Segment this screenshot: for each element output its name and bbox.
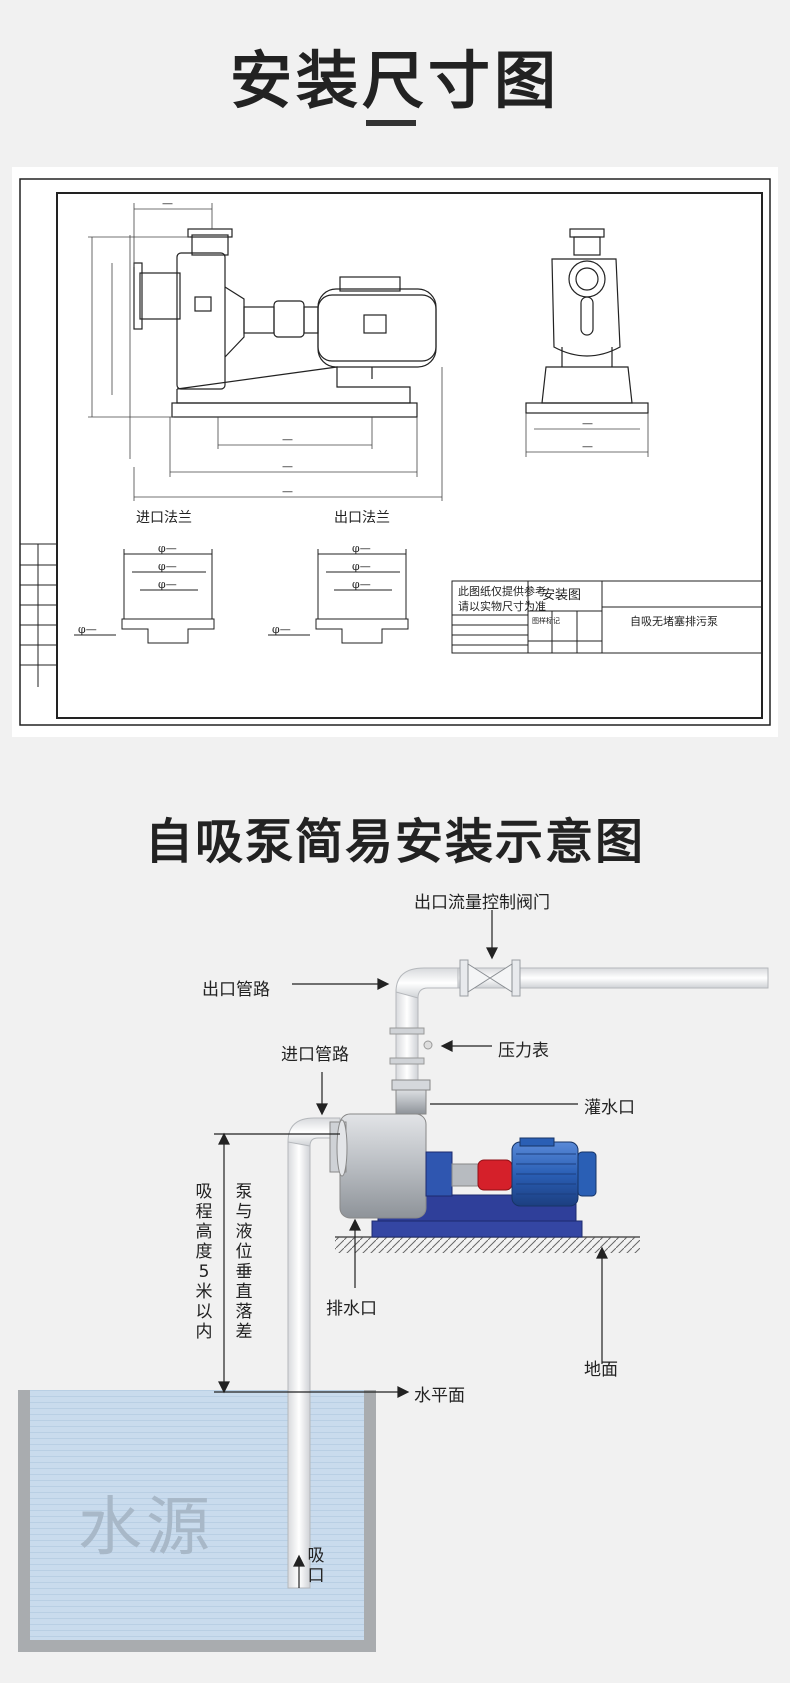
water-level-label: 水平面 — [414, 1386, 465, 1406]
outlet-pipe-label: 出口管路 — [202, 980, 270, 1000]
priming-port-label: 灌水口 — [584, 1098, 635, 1118]
outlet-flange-label: 出口法兰 — [334, 510, 390, 526]
title-underline — [366, 120, 416, 126]
simple-installation-title: 自吸泵简易安装示意图 — [144, 814, 645, 870]
water-source-label: 水源 — [78, 1491, 214, 1565]
outlet-flange-drawing — [268, 549, 409, 644]
phi-label: φ— — [158, 542, 177, 555]
pump-photo — [329, 1079, 597, 1238]
front-dimension-lines — [525, 413, 649, 457]
title-drawing-name: 安装图 — [542, 588, 581, 603]
dim-label: — — [282, 485, 293, 498]
phi-label: φ— — [78, 623, 97, 636]
title-product-name: 自吸无堵塞排污泵 — [630, 614, 718, 628]
installation-dimension-title: 安装尺寸图 — [229, 44, 560, 117]
suction-pipe — [287, 1117, 341, 1589]
title-drawing-mark: 图样标记 — [532, 616, 560, 625]
ground-label: 地面 — [584, 1360, 618, 1380]
drawing-sheet: — — — — — — 进口法兰 出口法兰 φ— — [12, 167, 778, 737]
title-note-line2: 请以实物尺寸为准 — [458, 599, 546, 613]
title-block — [451, 580, 763, 654]
pump-side-view — [133, 228, 437, 418]
inlet-pipe-label: 进口管路 — [281, 1045, 349, 1065]
ground — [335, 1236, 640, 1253]
phi-label: φ— — [352, 560, 371, 573]
side-dimension-lines — [88, 203, 443, 501]
phi-label: φ— — [158, 578, 177, 591]
leader-arrows — [214, 910, 608, 1588]
dim-label: — — [282, 433, 293, 446]
inlet-flange-label: 进口法兰 — [136, 510, 192, 526]
phi-label: φ— — [352, 578, 371, 591]
phi-label: φ— — [158, 560, 177, 573]
phi-label: φ— — [352, 542, 371, 555]
engineering-drawing: — — — — — — 进口法兰 出口法兰 φ— — [19, 178, 771, 726]
dim-label: — — [162, 197, 173, 210]
dim-label: — — [282, 460, 293, 473]
installation-schematic — [18, 910, 769, 1652]
outlet-pipe — [389, 959, 769, 1121]
title-note-line1: 此图纸仅提供参考 — [458, 584, 546, 598]
vertical-drop-label: 泵与液位垂直落差 — [235, 1182, 253, 1342]
phi-label: φ— — [272, 623, 291, 636]
pressure-gauge-label: 压力表 — [498, 1041, 549, 1061]
dim-label: — — [582, 440, 593, 453]
suction-height-label: 吸程高度5米以内 — [195, 1182, 213, 1342]
inlet-flange-drawing — [74, 549, 215, 644]
valve-label: 出口流量控制阀门 — [414, 893, 550, 913]
pump-front-view — [525, 228, 649, 414]
suction-port-label: 吸口 — [307, 1546, 325, 1586]
drain-port-label: 排水口 — [326, 1299, 377, 1319]
dim-label: — — [582, 417, 593, 430]
